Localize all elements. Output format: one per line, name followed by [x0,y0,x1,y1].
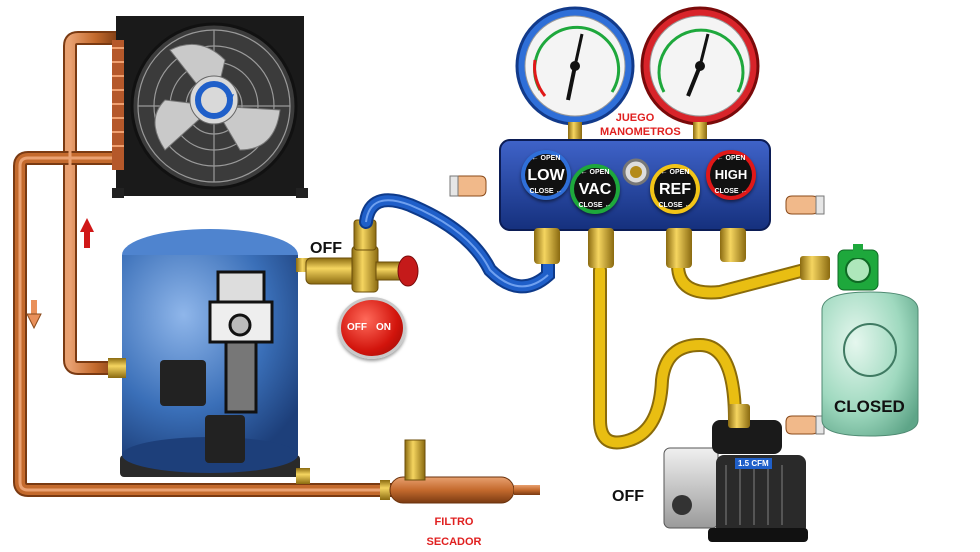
hand-pointer-icon [449,175,487,197]
yellow-hoses [593,258,819,450]
pump-off-label: OFF [612,488,644,505]
valve-open-label: ← OPEN [531,155,561,162]
blue-hose [359,193,555,294]
valve-name-label: LOW [527,167,565,184]
filter-drier-label: FILTRO SECADOR [426,516,482,548]
valve-knob-vac[interactable]: ← OPEN VAC CLOSE ← [570,164,620,214]
vacuum-pump [663,404,808,542]
valve-close-label: CLOSE ← [529,188,563,195]
valve-name-label: HIGH [714,167,748,182]
valve-knob-face [654,168,696,210]
valve-close-label: CLOSE ← [658,202,692,209]
valve-open-label: ← OPEN [716,155,746,162]
high-pressure-gauge [640,6,760,140]
tank-closed-label: CLOSED [834,397,905,416]
valve-knob-ref[interactable]: ← OPEN REF CLOSE ← [650,164,700,214]
valve-off-label: OFF [310,240,342,257]
valve-name-label: REF [659,181,691,198]
valve-knob-face [525,154,567,196]
filter-drier [380,439,540,504]
on-off-button-on-label: ON [376,322,391,333]
valve-knob-high[interactable]: ← OPEN HIGH CLOSE ← [706,150,756,200]
condenser-unit [112,16,308,198]
compressor [108,229,312,484]
valve-close-label: CLOSE ← [578,202,612,209]
hand-pointer-icon [785,195,825,215]
refrigerant-tank [800,244,919,437]
valve-knob-face [574,168,616,210]
valve-knob-low[interactable]: ← OPEN LOW CLOSE ← [521,150,571,200]
pump-model-label: 1.5 CFM [735,458,772,469]
hand-pointer-icon [785,415,825,435]
valve-close-label: CLOSE ← [714,188,748,195]
flow-arrow-up [80,218,94,248]
on-off-button-off-label: OFF [347,322,367,333]
on-off-button[interactable]: OFF ON [338,297,406,359]
valve-knob-face [710,154,752,196]
flow-arrow-down [26,300,42,330]
low-pressure-gauge [515,6,635,140]
valve-open-label: ← OPEN [660,169,690,176]
service-valve [305,219,419,293]
valve-name-label: VAC [578,181,612,198]
manifold-title: JUEGO MANOMETROS [600,112,681,138]
valve-open-label: ← OPEN [580,169,610,176]
copper-piping [13,31,407,497]
